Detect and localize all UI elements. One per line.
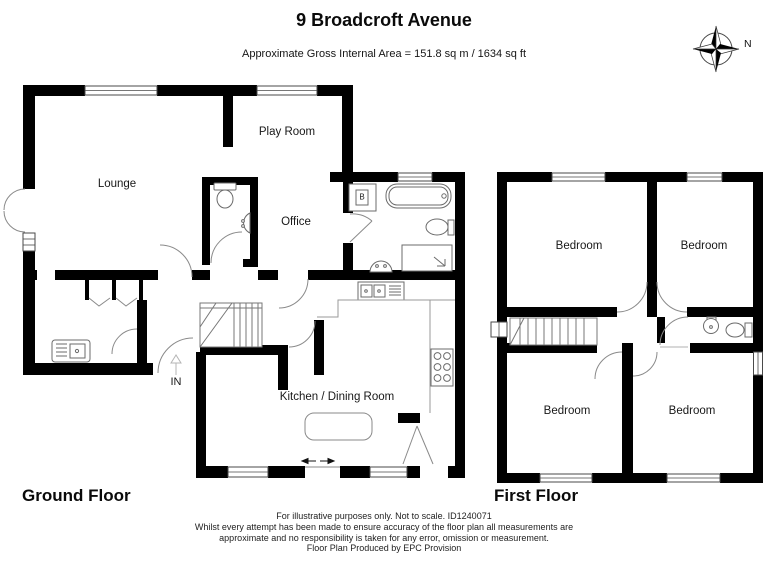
- page-subtitle: Approximate Gross Internal Area = 151.8 …: [241, 48, 526, 60]
- kitchen-counter: [317, 299, 455, 413]
- landing-toilet-icon: [725, 322, 753, 338]
- wc-sink-icon: [241, 212, 251, 234]
- utility-sink-icon: [51, 339, 91, 363]
- disclaimer-line-3: approximate and no responsibility is tak…: [219, 532, 549, 543]
- room-label-bedroom-bottom-left: Bedroom: [543, 405, 591, 417]
- cupboard-doors-icon: [88, 297, 138, 307]
- room-label-lounge: Lounge: [97, 178, 137, 190]
- kitchen-island: [304, 412, 373, 441]
- kitchen-sink-icon: [357, 281, 405, 301]
- room-label-kitchen-dining: Kitchen / Dining Room: [279, 391, 395, 403]
- room-label-office: Office: [281, 216, 311, 228]
- bathroom-toilet-icon: [425, 218, 455, 236]
- landing-sink-icon: [703, 316, 719, 334]
- wc-toilet-icon: [213, 182, 237, 209]
- door-arc: [3, 188, 434, 465]
- page-title: 9 Broadcroft Avenue: [296, 10, 472, 30]
- ground-floor-plan: [3, 85, 465, 478]
- room-label-bedroom-top-left: Bedroom: [555, 240, 603, 252]
- hob-icon: [430, 348, 454, 387]
- entrance-label: IN: [170, 376, 182, 388]
- door-arc: [594, 281, 689, 380]
- stairs-icon: [509, 317, 598, 346]
- compass-icon: [692, 25, 740, 73]
- disclaimer: For illustrative purposes only. Not to s…: [0, 511, 768, 554]
- bathroom-sink-icon: [369, 260, 393, 273]
- disclaimer-line-4: Floor Plan Produced by EPC Provision: [306, 543, 462, 554]
- room-label-play-room: Play Room: [258, 126, 316, 138]
- room-label-bedroom-top-right: Bedroom: [680, 240, 728, 252]
- compass-north-label: N: [744, 38, 752, 50]
- first-floor-plan: [490, 172, 763, 483]
- bath-icon: [385, 183, 452, 209]
- first-floor-title: First Floor: [494, 486, 579, 505]
- stairs-icon: [199, 302, 263, 348]
- ground-floor-title: Ground Floor: [22, 486, 131, 505]
- disclaimer-line-2: Whilst every attempt has been made to en…: [194, 521, 574, 532]
- shower-icon: [401, 244, 453, 272]
- disclaimer-line-1: For illustrative purposes only. Not to s…: [276, 511, 492, 521]
- boiler-label: B: [359, 192, 365, 202]
- boiler-icon: [348, 183, 377, 212]
- entrance-arrow-icon: [170, 354, 182, 375]
- slider-arrows-icon: [300, 457, 340, 468]
- room-label-bedroom-bottom-right: Bedroom: [668, 405, 716, 417]
